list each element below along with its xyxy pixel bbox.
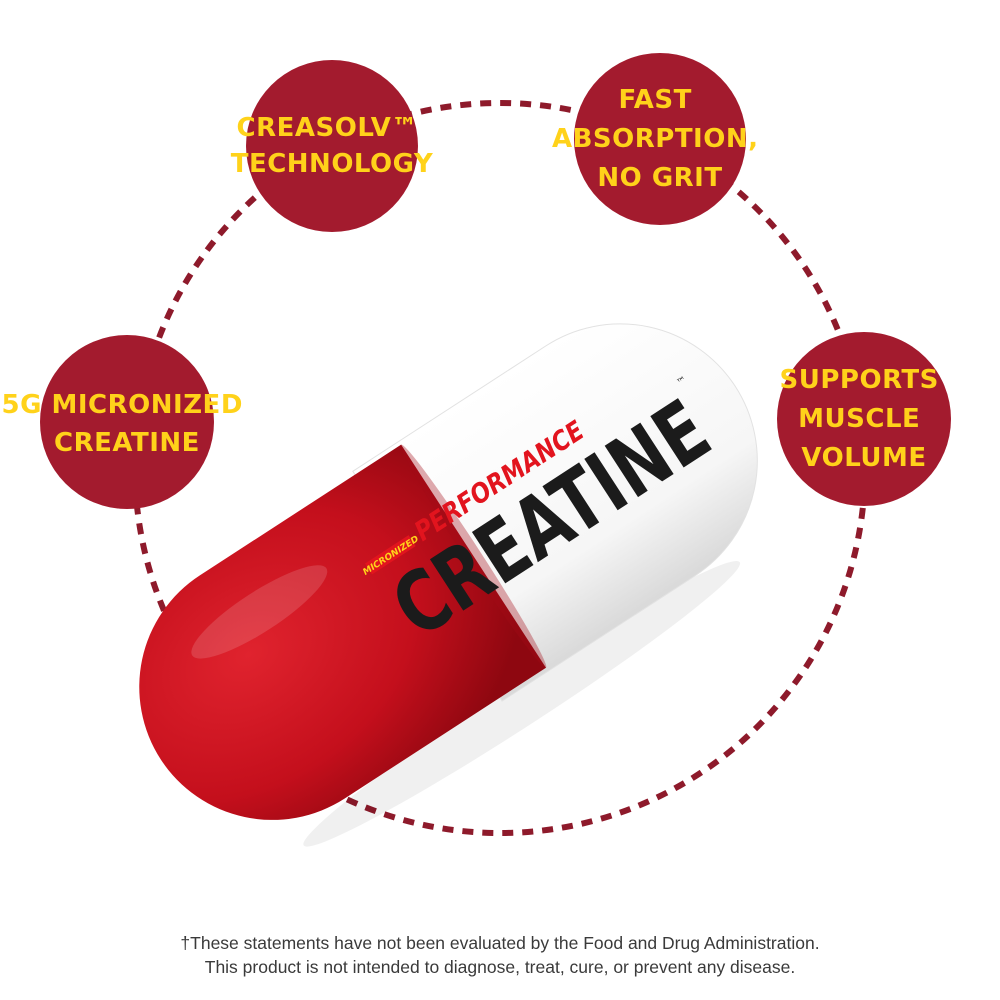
feature-line: TECHNOLOGY [231, 149, 434, 179]
feature-line: FAST [619, 85, 692, 115]
feature-bubble-creasolv: CREASOLV™ TECHNOLOGY [231, 60, 434, 232]
feature-bubble-absorption: FAST ABSORPTION, NO GRIT [552, 53, 768, 225]
bubble-circle [574, 53, 746, 225]
capsule-shadow [303, 560, 741, 847]
feature-line: MUSCLE [798, 404, 920, 434]
feature-line: NO GRIT [597, 163, 722, 193]
bubble-circle [40, 335, 214, 509]
bubble-circle [246, 60, 418, 232]
disclaimer-line-2: This product is not intended to diagnose… [204, 957, 796, 977]
bubble-circle [777, 332, 951, 506]
svg-text:FAST ABSORPTION, N: FAST ABSORPTION, NO GRIT [552, 85, 768, 193]
svg-text:SUPPORTS MUSCLE VO: SUPPORTS MUSCLE VOLUME [780, 365, 949, 473]
capsule-seam [400, 444, 547, 668]
feature-line: CREASOLV™ [237, 113, 418, 143]
micronized-badge [365, 535, 416, 575]
feature-line: VOLUME [801, 443, 926, 473]
disclaimer-line-1: †These statements have not been evaluate… [180, 933, 820, 953]
feature-line: CREATINE [54, 428, 200, 458]
feature-bubble-muscle: SUPPORTS MUSCLE VOLUME [777, 332, 951, 506]
capsule-highlight [191, 565, 328, 659]
feature-line: 5G MICRONIZED [2, 390, 243, 420]
capsule: MICRONIZED PERFORMANCE CREATINE ™ [139, 323, 758, 847]
feature-bubble-micronized: 5G MICRONIZED CREATINE [2, 335, 253, 509]
feature-line: ABSORPTION, [552, 124, 759, 154]
feature-line: SUPPORTS [780, 365, 939, 395]
svg-text:5G MICRONIZED CREATINE: 5G MICRONIZED CREATINE [2, 390, 253, 458]
capsule-red-half [139, 444, 546, 820]
svg-text:CREASOLV™ TECHNOLOGY: CREASOLV™ TECHNOLOGY [231, 113, 434, 179]
